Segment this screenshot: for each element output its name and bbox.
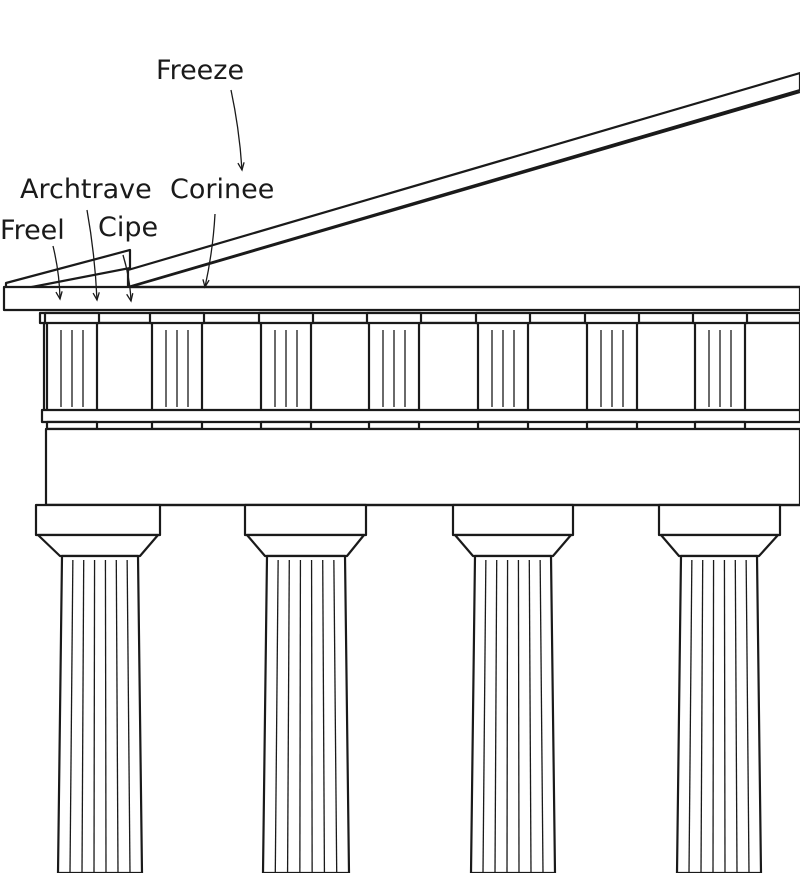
taenia [40, 408, 800, 424]
column-flute [494, 559, 498, 873]
column-flute [517, 559, 520, 873]
arrow-freeze [230, 89, 243, 171]
column-flute [115, 559, 119, 873]
column-echinus [245, 533, 366, 558]
column-flute [104, 559, 107, 873]
arrow-cipe [122, 254, 132, 302]
pediment-inner-rake-line [129, 90, 800, 289]
column-flute [745, 559, 750, 873]
column-flute [712, 559, 715, 873]
arrow-corinee [204, 213, 216, 288]
column-flute [528, 559, 532, 873]
column-flute [299, 559, 302, 873]
label-corinee: Corinee [170, 174, 275, 205]
column-flute [126, 559, 131, 873]
triglyph-cap [474, 311, 532, 325]
column-flute [322, 559, 326, 873]
label-freeze: Freeze [156, 55, 245, 86]
cornice-band [2, 285, 800, 312]
column-flute [93, 559, 96, 873]
column-shaft [469, 554, 557, 873]
triglyph-cap [365, 311, 423, 325]
column-flute [723, 559, 726, 873]
label-cipe: Cipe [98, 212, 159, 243]
label-freel: Freel [0, 215, 65, 246]
column-abacus [451, 503, 575, 537]
arrow-freeze-head [237, 162, 245, 172]
triglyph-cap [691, 311, 749, 325]
arrow-archtrave [86, 209, 98, 301]
triglyph-cap [583, 311, 641, 325]
triglyph-cap [43, 311, 101, 325]
column-flute [700, 559, 704, 873]
column-flute [482, 559, 487, 873]
pediment-left-rake [4, 248, 132, 294]
column-abacus [657, 503, 782, 537]
arrow-archtrave-head [92, 292, 100, 302]
column-abacus [34, 503, 162, 537]
column-echinus [36, 533, 160, 558]
column-flute [688, 559, 693, 873]
arrow-freel [52, 245, 61, 300]
column-flute [286, 559, 290, 873]
triglyph-cap [148, 311, 206, 325]
column-echinus [659, 533, 780, 558]
column-flute [69, 559, 74, 873]
arrow-cipe-head [126, 293, 134, 303]
column-flute [506, 559, 509, 873]
column-abacus [243, 503, 368, 537]
column-flute [333, 559, 338, 873]
column-flute [539, 559, 544, 873]
column-shaft [56, 554, 144, 873]
arrow-freel-head [55, 291, 63, 301]
column-flute [274, 559, 279, 873]
column-flute [310, 559, 313, 873]
arrow-corinee-head [202, 279, 210, 289]
label-archtrave: Archtrave [20, 174, 152, 205]
column-shaft [675, 554, 763, 873]
column-flute [81, 559, 85, 873]
column-echinus [453, 533, 573, 558]
column-flute [734, 559, 738, 873]
triglyph-cap [257, 311, 315, 325]
architrave-band [44, 427, 800, 507]
column-shaft [261, 554, 351, 873]
